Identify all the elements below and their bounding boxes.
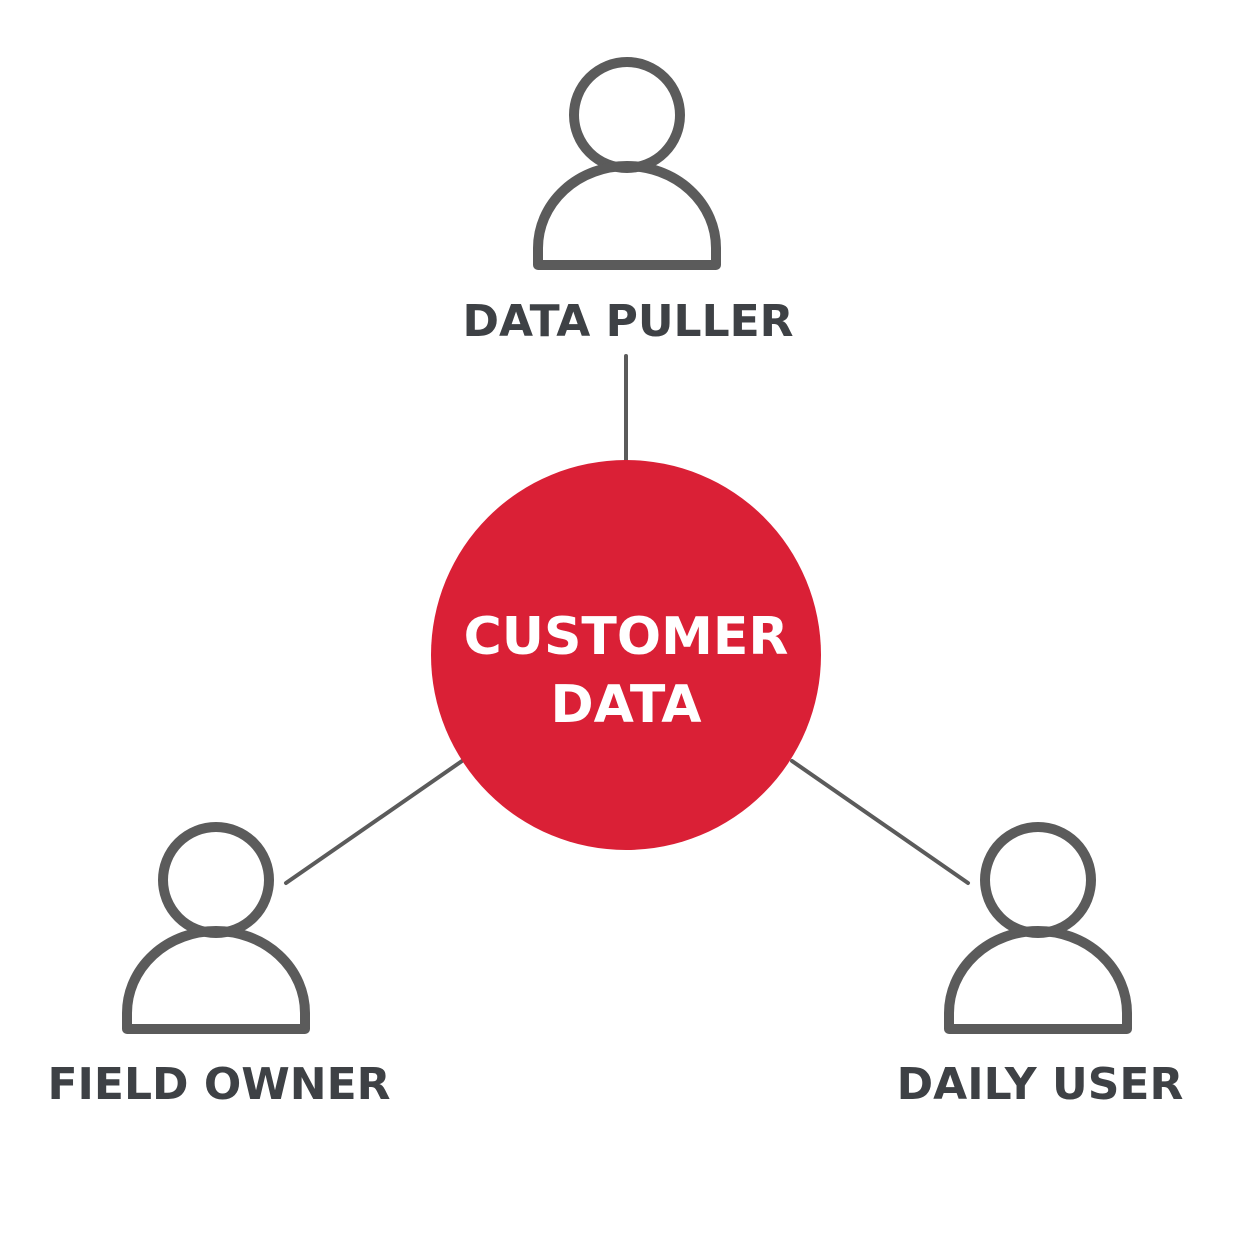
person-outline-icon [944,822,1132,1034]
role-label-daily-user: DAILY USER [897,1059,1184,1110]
customer-data-circle [431,460,821,850]
customer-data-node: CUSTOMER DATA [431,460,821,850]
center-label-line1: CUSTOMER [464,607,789,667]
role-field-owner: FIELD OWNER [47,822,391,1110]
connector-left [284,759,464,885]
role-label-data-puller: DATA PULLER [462,296,793,347]
person-outline-icon [122,822,310,1034]
center-label-line2: DATA [550,675,701,735]
person-outline-icon [533,57,721,270]
role-daily-user: DAILY USER [897,822,1184,1110]
role-data-puller: DATA PULLER [462,57,794,347]
role-label-field-owner: FIELD OWNER [47,1059,390,1110]
connector-right [790,759,970,885]
